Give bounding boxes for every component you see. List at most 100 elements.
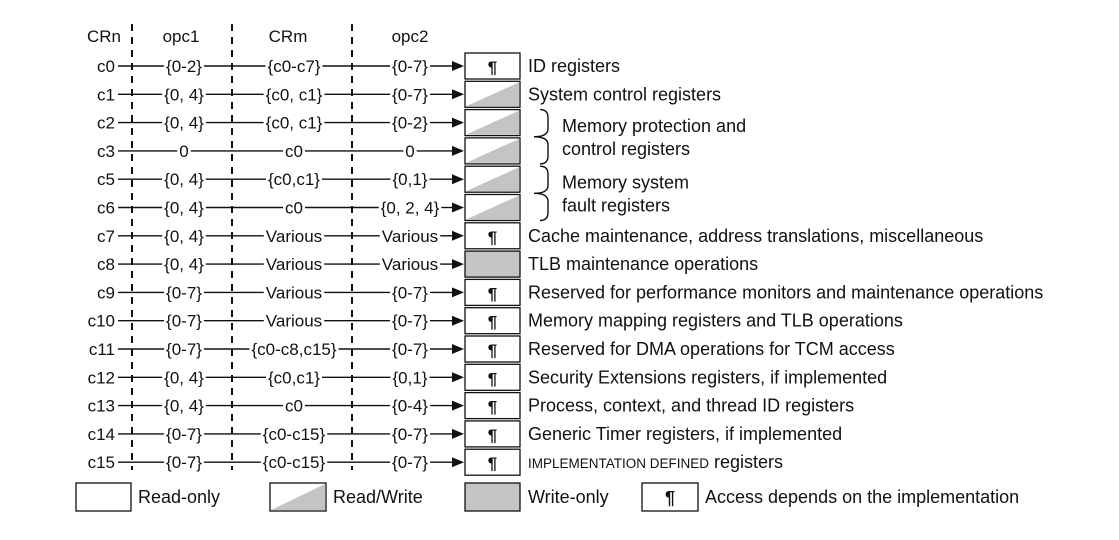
- legend-impl-swatch: [641, 482, 699, 512]
- arrow-head: [452, 89, 464, 100]
- opc1-value: {0, 4}: [164, 397, 204, 416]
- crn-label: c15: [88, 453, 115, 472]
- crm-value: Various: [266, 227, 322, 246]
- arrow-head: [452, 259, 464, 270]
- arrow-head: [452, 287, 464, 298]
- register-description: Memory mapping registers and TLB operati…: [528, 311, 903, 331]
- arrow-head: [452, 117, 464, 128]
- crn-label: c3: [97, 142, 115, 161]
- opc1-value: {0, 4}: [164, 114, 204, 133]
- crn-label: c8: [97, 255, 115, 274]
- opc1-value: {0-7}: [166, 340, 202, 359]
- arrow-head: [452, 145, 464, 156]
- read-write-fill: [466, 167, 519, 192]
- opc1-value: 0: [179, 142, 188, 161]
- opc1-value: {0, 4}: [164, 170, 204, 189]
- crn-label: c2: [97, 114, 115, 133]
- opc2-value: {0, 2, 4}: [381, 199, 440, 218]
- read-write-fill: [466, 110, 519, 135]
- opc1-value: {0-7}: [166, 453, 202, 472]
- register-description: Reserved for performance monitors and ma…: [528, 282, 1043, 302]
- access-box-impl: [464, 448, 521, 476]
- row-c2: c2 {0, 4} {c0, c1} {0-2}: [97, 108, 521, 137]
- group-label-line1: Memory system: [562, 172, 689, 192]
- arrow-head: [452, 428, 464, 439]
- impl-symbol: ¶: [488, 426, 497, 445]
- legend-impl-label: Access depends on the implementation: [705, 487, 1019, 507]
- crn-label: c5: [97, 170, 115, 189]
- row-c15: c15{0-7}{c0-c15}{0-7}¶: [88, 448, 521, 476]
- opc2-value: {0,1}: [393, 368, 428, 387]
- opc2-value: {0-7}: [392, 340, 428, 359]
- crn-label: c13: [88, 397, 115, 416]
- crn-label: c11: [89, 340, 115, 359]
- crm-value: {c0, c1}: [266, 114, 323, 133]
- impl-symbol: ¶: [488, 341, 497, 360]
- opc2-value: {0-7}: [392, 85, 428, 104]
- crm-value: {c0-c15}: [263, 425, 326, 444]
- opc1-value: {0, 4}: [164, 368, 204, 387]
- legend-read-write-label: Read/Write: [333, 487, 423, 507]
- row-c9: c9{0-7}Various{0-7}¶Reserved for perform…: [97, 278, 1043, 307]
- read-write-fill: [466, 82, 519, 107]
- crn-label: c1: [97, 85, 115, 104]
- crm-value: {c0-c15}: [263, 453, 326, 472]
- crn-label: c0: [97, 57, 115, 76]
- arrow-head: [452, 174, 464, 185]
- legend-impl-symbol: ¶: [665, 488, 675, 508]
- opc2-value: {0-4}: [392, 397, 428, 416]
- arrow-head: [452, 202, 464, 213]
- impl-symbol: ¶: [488, 284, 497, 303]
- opc2-value: {0-2}: [392, 114, 428, 133]
- access-box-impl: [464, 363, 521, 391]
- legend-read-only-label: Read-only: [138, 487, 220, 507]
- legend-write-only-label: Write-only: [528, 487, 609, 507]
- arrow-head: [452, 230, 464, 241]
- opc2-value: Various: [382, 255, 438, 274]
- header-opc2: opc2: [392, 27, 429, 46]
- opc1-value: {0-2}: [166, 57, 202, 76]
- arrow-head: [452, 457, 464, 468]
- impl-symbol: ¶: [488, 369, 497, 388]
- impl-symbol: ¶: [488, 228, 497, 247]
- crm-value: {c0-c8,c15}: [251, 340, 336, 359]
- legend: Read-only Read/Write Write-only ¶ Access…: [75, 482, 1019, 512]
- register-description: Security Extensions registers, if implem…: [528, 367, 887, 387]
- access-box-impl: [464, 52, 521, 80]
- opc2-value: {0-7}: [392, 57, 428, 76]
- register-description: Process, context, and thread ID register…: [528, 396, 854, 416]
- opc1-value: {0, 4}: [164, 227, 204, 246]
- opc1-value: {0, 4}: [164, 199, 204, 218]
- crm-value: Various: [266, 283, 322, 302]
- register-description-impl-defined: IMPLEMENTATION DEFINED registers: [528, 452, 783, 472]
- arrow-head: [452, 372, 464, 383]
- crm-value: Various: [266, 255, 322, 274]
- header-opc1: opc1: [163, 27, 200, 46]
- row-c1: c1{0, 4}{c0, c1}{0-7}System control regi…: [97, 80, 721, 108]
- row-c6: c6{0, 4}c0{0, 2, 4}: [97, 193, 521, 222]
- crn-label: c10: [88, 312, 115, 331]
- group-label-line2: control registers: [562, 139, 690, 159]
- crn-label: c14: [88, 425, 115, 444]
- crm-value: {c0, c1}: [266, 85, 323, 104]
- legend-write-only-swatch: [464, 482, 521, 512]
- register-description: Cache maintenance, address translations,…: [528, 226, 983, 246]
- row-c10: c10{0-7}Various{0-7}¶Memory mapping regi…: [88, 307, 903, 335]
- header-crm: CRm: [269, 27, 308, 46]
- access-box-write-only: [464, 250, 521, 278]
- crm-value: {c0,c1}: [268, 368, 320, 387]
- opc2-value: Various: [382, 227, 438, 246]
- opc1-value: {0, 4}: [164, 85, 204, 104]
- column-separators: [131, 24, 353, 470]
- access-box-impl: [464, 222, 521, 250]
- register-description: Reserved for DMA operations for TCM acce…: [528, 339, 895, 359]
- crn-label: c12: [88, 368, 115, 387]
- row-c12: c12 {0, 4} {c0,c1} {0,1} ¶ Security Extension…: [88, 363, 887, 391]
- opc2-value: 0: [405, 142, 414, 161]
- crm-value: c0: [285, 199, 303, 218]
